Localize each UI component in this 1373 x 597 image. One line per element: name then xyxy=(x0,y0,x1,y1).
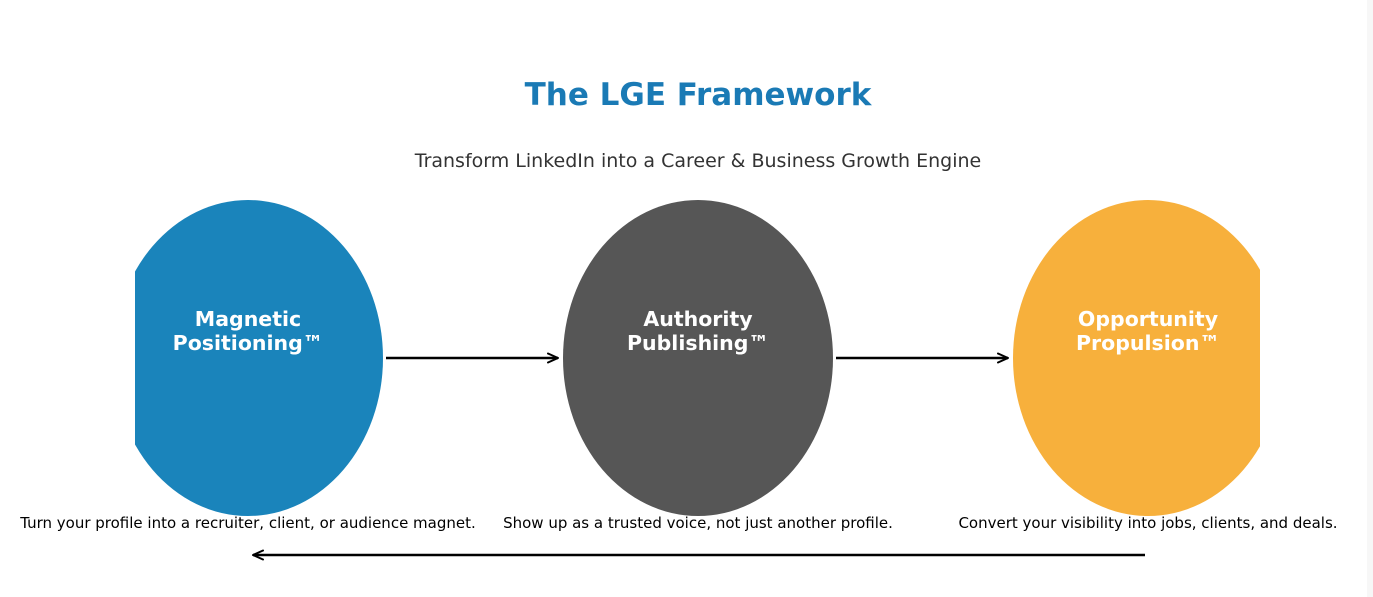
stage-2-circle xyxy=(563,200,833,516)
stage-2-label-line2: Publishing™ xyxy=(627,331,769,355)
stage-3-description: Convert your visibility into jobs, clien… xyxy=(958,514,1337,532)
stage-2-label-line1: Authority xyxy=(643,307,752,331)
stage-1-label-line2: Positioning™ xyxy=(173,331,324,355)
stage-1-label-line1: Magnetic xyxy=(195,307,301,331)
stage-magnetic-positioning: Magnetic Positioning™ Turn your profile … xyxy=(19,200,476,532)
stage-2-description: Show up as a trusted voice, not just ano… xyxy=(503,514,893,532)
stage-3-label-line2: Propulsion™ xyxy=(1076,331,1220,355)
stage-1-circle xyxy=(135,200,383,516)
stage-3-label-line1: Opportunity xyxy=(1078,307,1218,331)
diagram-subtitle: Transform LinkedIn into a Career & Busin… xyxy=(414,150,981,172)
stage-authority-publishing: Authority Publishing™ Show up as a trust… xyxy=(503,200,893,532)
right-edge-strip xyxy=(1367,0,1373,597)
stage-1-description: Turn your profile into a recruiter, clie… xyxy=(19,514,476,532)
diagram-title: The LGE Framework xyxy=(525,77,873,113)
stage-3-circle xyxy=(1013,200,1260,516)
stage-opportunity-propulsion: Opportunity Propulsion™ Convert your vis… xyxy=(958,200,1338,532)
